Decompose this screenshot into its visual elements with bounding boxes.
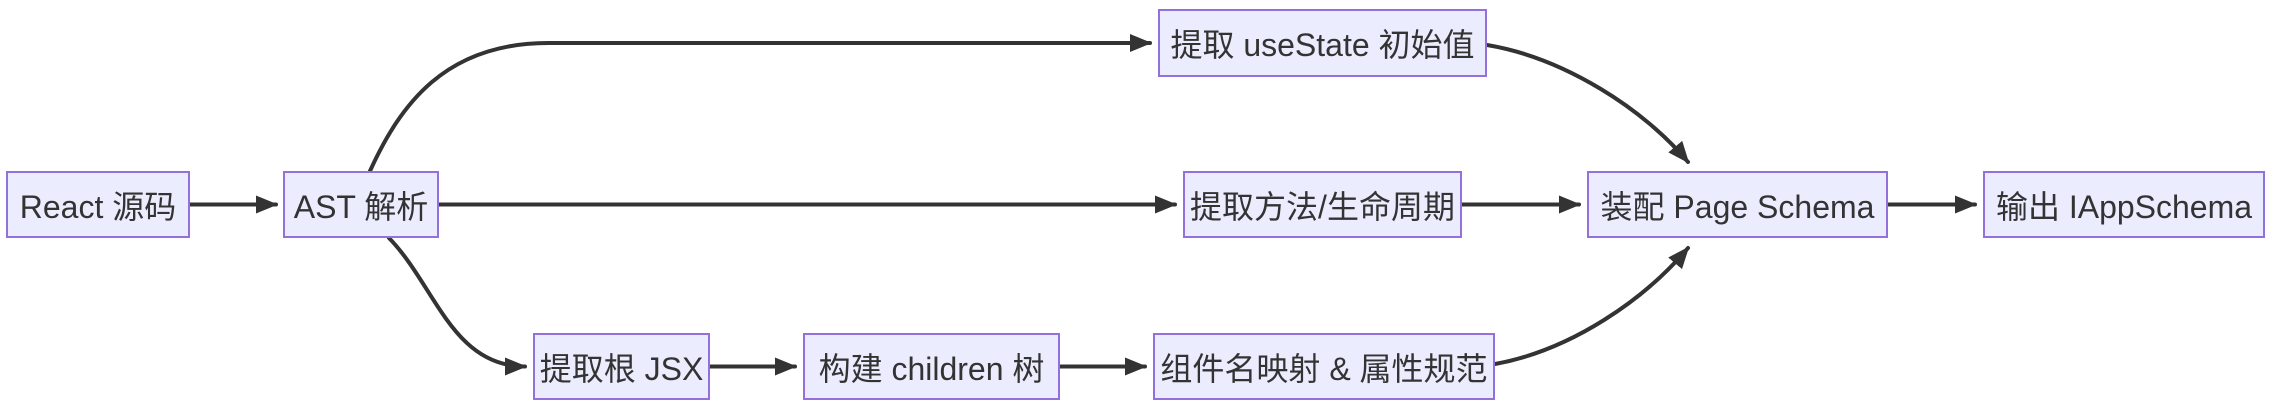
node-extract-usestate: 提取 useState 初始值 — [1158, 9, 1487, 77]
node-label: 提取 useState 初始值 — [1170, 27, 1475, 63]
node-label: AST 解析 — [293, 188, 429, 225]
node-assemble-page-schema: 装配 Page Schema — [1587, 171, 1888, 238]
node-react-source: React 源码 — [6, 171, 190, 238]
node-label: 提取方法/生命周期 — [1190, 188, 1455, 225]
node-output-iappschema: 输出 IAppSchema — [1983, 171, 2265, 238]
node-extract-root-jsx: 提取根 JSX — [533, 333, 710, 400]
node-label: 输出 IAppSchema — [1995, 188, 2253, 225]
edge-mapping-to-schema — [1493, 246, 1690, 366]
edge-usestate-to-schema — [1485, 43, 1690, 164]
edge-ast-to-rootjsx — [387, 236, 527, 376]
node-label: React 源码 — [19, 188, 177, 225]
node-label: 提取根 JSX — [539, 350, 704, 387]
node-component-mapping: 组件名映射 & 属性规范 — [1153, 333, 1495, 400]
node-ast-parse: AST 解析 — [283, 171, 439, 238]
node-label: 构建 children 树 — [818, 350, 1045, 387]
node-extract-methods: 提取方法/生命周期 — [1183, 171, 1462, 238]
node-build-children-tree: 构建 children 树 — [803, 333, 1060, 400]
node-label: 装配 Page Schema — [1600, 188, 1875, 225]
node-label: 组件名映射 & 属性规范 — [1160, 350, 1488, 387]
edge-ast-to-usestate — [368, 34, 1152, 173]
